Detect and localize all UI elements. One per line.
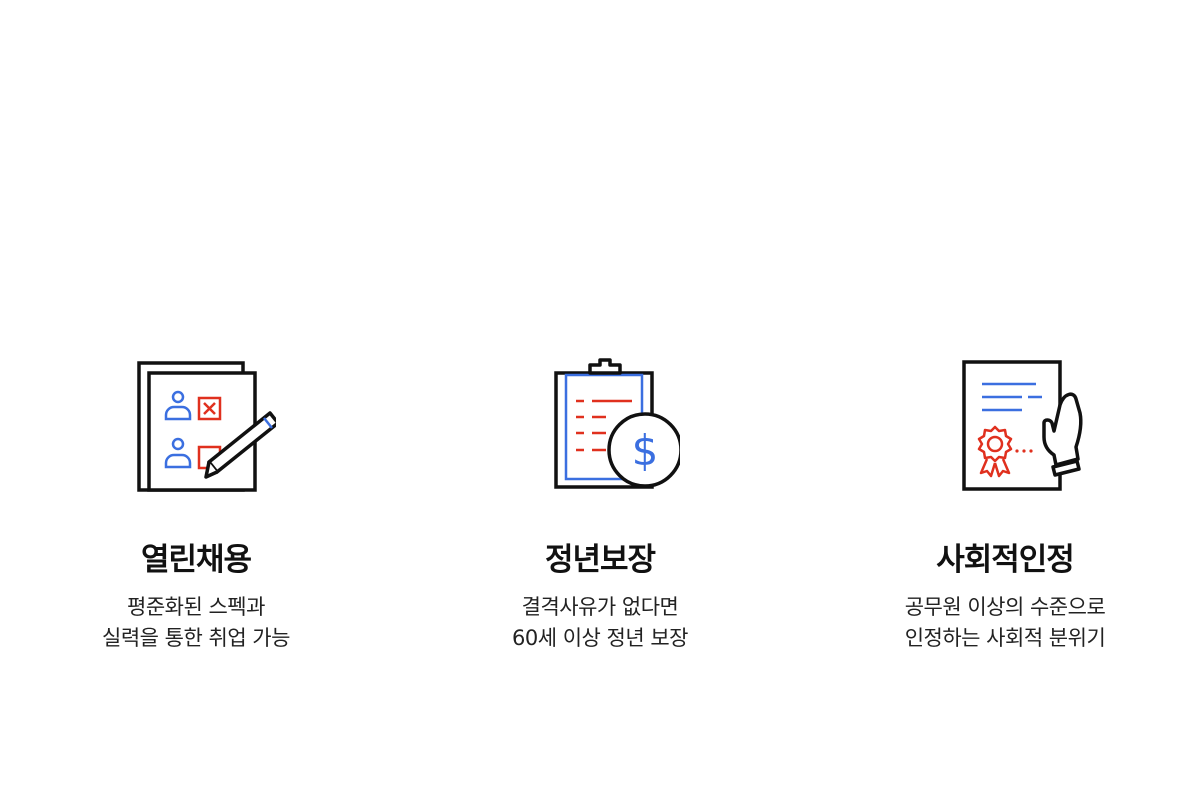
feature-title: 열린채용 bbox=[140, 542, 252, 578]
resume-checklist-icon bbox=[137, 361, 276, 492]
feature-description-line: 결격사유가 없다면 bbox=[521, 595, 679, 619]
feature-description: 공무원 이상의 수준으로 인정하는 사회적 분위기 bbox=[905, 592, 1106, 654]
feature-description-line: 공무원 이상의 수준으로 bbox=[904, 595, 1106, 619]
feature-description-line: 인정하는 사회적 분위기 bbox=[904, 626, 1106, 650]
feature-description: 평준화된 스펙과 실력을 통한 취업 가능 bbox=[102, 592, 290, 654]
svg-text:$: $ bbox=[632, 426, 659, 475]
feature-retirement-guarantee: $ 정년보장 결격사유가 없다면 60세 이상 정년 보장 bbox=[430, 355, 770, 654]
feature-description-line: 60세 이상 정년 보장 bbox=[512, 626, 689, 650]
feature-title: 정년보장 bbox=[544, 542, 656, 578]
feature-social-recognition: 사회적인정 공무원 이상의 수준으로 인정하는 사회적 분위기 bbox=[835, 355, 1175, 654]
clipboard-dollar-icon: $ bbox=[554, 358, 680, 489]
feature-description-line: 평준화된 스펙과 bbox=[127, 595, 265, 619]
feature-description-line: 실력을 통한 취업 가능 bbox=[102, 626, 290, 650]
feature-open-hiring: 열린채용 평준화된 스펙과 실력을 통한 취업 가능 bbox=[26, 355, 366, 654]
feature-description: 결격사유가 없다면 60세 이상 정년 보장 bbox=[512, 592, 689, 654]
certificate-hand-icon bbox=[962, 360, 1083, 491]
feature-title: 사회적인정 bbox=[936, 542, 1075, 578]
features-section: 열린채용 평준화된 스펙과 실력을 통한 취업 가능 $ 정년보장 결격사유가 … bbox=[0, 355, 1200, 675]
